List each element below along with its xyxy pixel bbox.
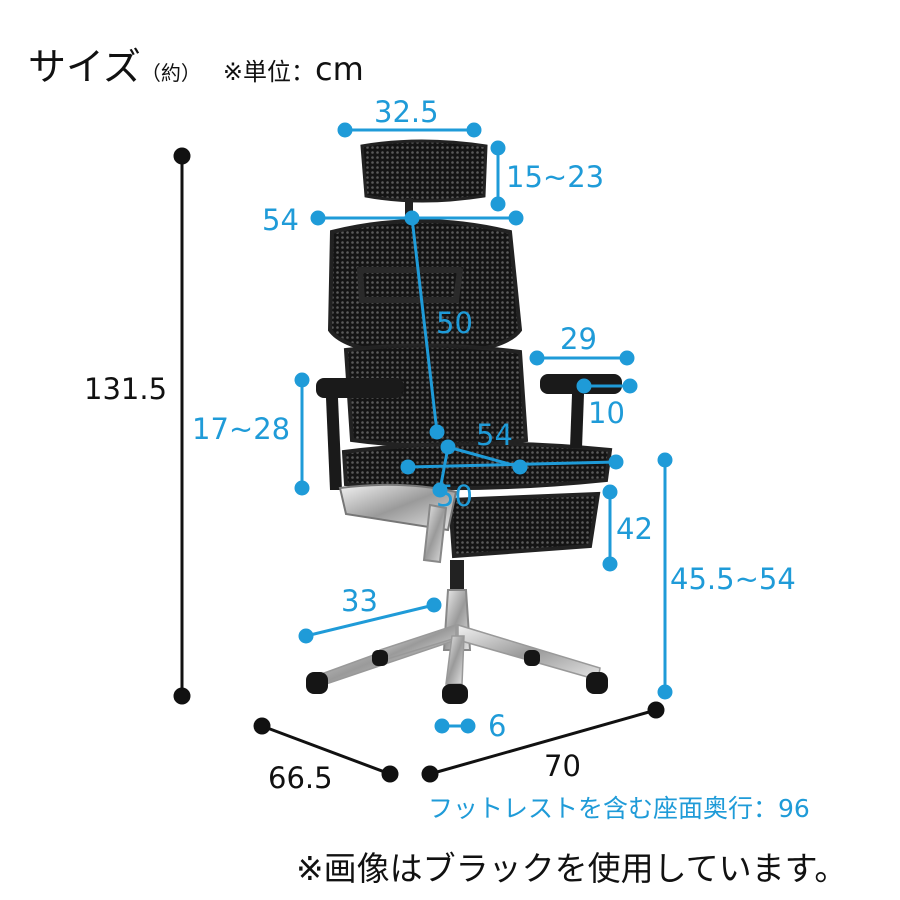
caster-2: [372, 650, 388, 666]
base-leg-5: [445, 635, 465, 685]
title-approx: （約）: [140, 61, 201, 85]
footrest-depth-note: フットレストを含む座面奥行：96: [428, 794, 810, 823]
dimension-lines-blue: [294, 122, 673, 734]
unit-label: ※単位：cm: [222, 53, 364, 86]
seat-height-label: 45.5~54: [670, 562, 796, 596]
footrest: [447, 491, 601, 559]
armrest-length-label: 29: [560, 322, 597, 356]
color-note: ※画像はブラックを使用しています。: [296, 849, 848, 888]
seat-width-label: 54: [476, 418, 513, 452]
caster-width-label: 6: [488, 709, 507, 743]
back-width-label: 54: [262, 203, 299, 237]
headrest: [360, 139, 488, 203]
caster-4: [586, 672, 608, 694]
caster-3: [524, 650, 540, 666]
seat-thickness-label: 42: [616, 512, 653, 546]
seat-depth-label: 50: [436, 479, 473, 513]
total-depth-label: 66.5: [268, 761, 333, 795]
left-armrest-pad: [316, 378, 404, 398]
armrest-width-label: 10: [588, 396, 625, 430]
tilt-mechanism: [338, 483, 458, 532]
total-width-label: 70: [544, 749, 581, 783]
total-height-label: 131.5: [84, 372, 168, 406]
unit-prefix: ※単位：: [222, 58, 315, 86]
side-bracket: [422, 503, 448, 564]
chair-illustration: [306, 139, 622, 704]
left-armrest-post: [326, 398, 342, 490]
title-main: サイズ: [28, 45, 141, 89]
headrest-height-label: 15~23: [506, 160, 605, 194]
headrest-post: [405, 198, 413, 224]
caster-1: [306, 672, 328, 694]
unit-value: cm: [314, 50, 364, 88]
gas-cylinder-top: [450, 560, 464, 590]
lumbar-frame: [356, 267, 464, 303]
armrest-height-label: 17~28: [192, 412, 291, 446]
base-radius-label: 33: [341, 584, 378, 618]
caster-5: [442, 684, 468, 704]
headrest-width-label: 32.5: [374, 95, 439, 129]
page-title: サイズ（約） ※単位：cm: [28, 48, 364, 86]
back-height-label: 50: [436, 306, 473, 340]
right-armrest-post: [570, 394, 584, 448]
dimension-lines-black: [173, 147, 665, 783]
